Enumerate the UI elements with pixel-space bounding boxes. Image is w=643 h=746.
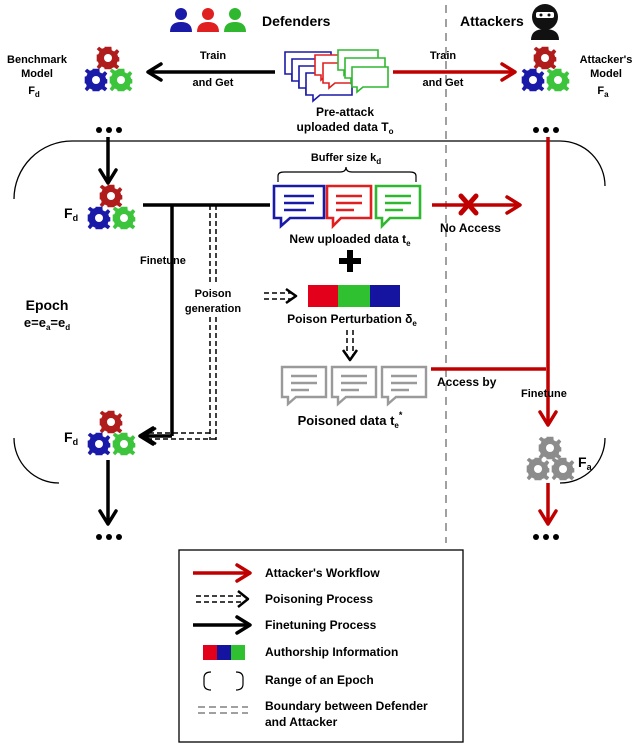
attackers-label: Attackers xyxy=(460,13,524,29)
svg-text:Train: Train xyxy=(200,50,227,62)
poisoned-data-label: Poisoned data te* xyxy=(298,410,403,430)
buffer-brace xyxy=(277,166,417,182)
svg-text:Poison: Poison xyxy=(195,288,232,300)
legend-finetuning-process: Finetuning Process xyxy=(265,618,377,632)
poison-generation-to-perturbation-arrow xyxy=(264,292,292,300)
defenders-label: Defenders xyxy=(262,13,331,29)
benchmark-model-label: Benchmark Model Fd xyxy=(7,54,68,99)
svg-text:Attacker's: Attacker's xyxy=(580,54,633,66)
fd-epoch-top-label: Fd xyxy=(64,205,78,223)
svg-text:and Get: and Get xyxy=(193,77,234,89)
attacker-finetune-label: Finetune xyxy=(521,388,567,400)
new-uploaded-data-label: New uploaded data te xyxy=(289,232,411,248)
svg-text:Fd: Fd xyxy=(28,85,40,99)
svg-text:and Attacker: and Attacker xyxy=(265,715,338,729)
attacker-model-gears-icon xyxy=(521,46,570,92)
pre-attack-data-stack-icon xyxy=(284,49,389,103)
legend-bracket-icon xyxy=(203,671,244,691)
finetune-defender-label: Finetune xyxy=(140,255,186,267)
benchmark-gears-icon xyxy=(84,46,133,92)
svg-text:and Get: and Get xyxy=(423,77,464,89)
svg-text:Pre-attack: Pre-attack xyxy=(316,105,374,119)
poison-generation-arrowhead xyxy=(142,426,157,446)
pre-attack-data-label: Pre-attack uploaded data To xyxy=(297,105,394,136)
legend-boundary: Boundary between Defender and Attacker xyxy=(265,699,428,729)
svg-text:e=ea=ed: e=ea=ed xyxy=(24,315,70,332)
defenders-group-icon xyxy=(170,8,246,32)
fd-epoch-bottom-label: Fd xyxy=(64,429,78,447)
poisoned-data-icon xyxy=(280,365,428,407)
legend-range-of-epoch: Range of an Epoch xyxy=(265,673,374,687)
svg-text:generation: generation xyxy=(185,303,242,315)
svg-text:Boundary between Defender: Boundary between Defender xyxy=(265,699,428,713)
fa-gray-gears-icon xyxy=(526,436,575,481)
legend-double-dashed-arrow-icon xyxy=(196,595,244,603)
legend-gray-dashed-line-icon xyxy=(198,706,248,714)
poison-arrowhead-down xyxy=(341,349,359,362)
buffer-size-label: Buffer size kd xyxy=(311,152,381,166)
poison-arrowhead-right xyxy=(285,287,298,305)
legend-authorship-color-bar-icon xyxy=(203,645,245,660)
ellipsis-marks xyxy=(96,127,559,540)
train-get-defender-label: Train and Get xyxy=(193,50,234,89)
legend-poisoning-process: Poisoning Process xyxy=(265,592,373,606)
legend-attackers-workflow: Attacker's Workflow xyxy=(265,566,380,580)
attacker-model-label: Attacker's Model Fa xyxy=(580,54,633,99)
train-get-attacker-label: Train and Get xyxy=(423,50,464,89)
poison-generation-path xyxy=(146,205,217,440)
legend-authorship-information: Authorship Information xyxy=(265,645,398,659)
poison-generation-label: Poison generation xyxy=(178,285,248,317)
access-by-label: Access by xyxy=(437,375,497,389)
poison-perturbation-label: Poison Perturbation δe xyxy=(287,312,417,328)
fa-epoch-label: Fa xyxy=(578,454,593,472)
no-access-label: No Access xyxy=(440,221,501,235)
svg-text:uploaded data To: uploaded data To xyxy=(297,120,394,136)
fd-epoch-bottom-gears-icon xyxy=(87,410,136,456)
fd-epoch-top-gears-icon xyxy=(87,184,136,230)
svg-text:Epoch: Epoch xyxy=(26,297,69,313)
svg-text:Train: Train xyxy=(430,50,457,62)
svg-text:Benchmark: Benchmark xyxy=(7,54,68,66)
no-access-cross-icon xyxy=(458,193,479,216)
svg-text:Model: Model xyxy=(21,68,53,80)
epoch-label: Epoch e=ea=ed xyxy=(24,297,70,332)
svg-text:Model: Model xyxy=(590,68,622,80)
legend-dashed-arrowhead xyxy=(237,590,250,608)
new-uploaded-data-icon xyxy=(272,184,422,230)
perturbation-to-poisoned-arrow xyxy=(346,330,354,356)
poison-perturbation-bar-icon xyxy=(308,285,400,307)
plus-icon xyxy=(339,250,361,272)
svg-text:Fa: Fa xyxy=(597,85,609,99)
attacker-ninja-icon xyxy=(531,4,559,40)
epoch-bracket xyxy=(13,140,606,484)
